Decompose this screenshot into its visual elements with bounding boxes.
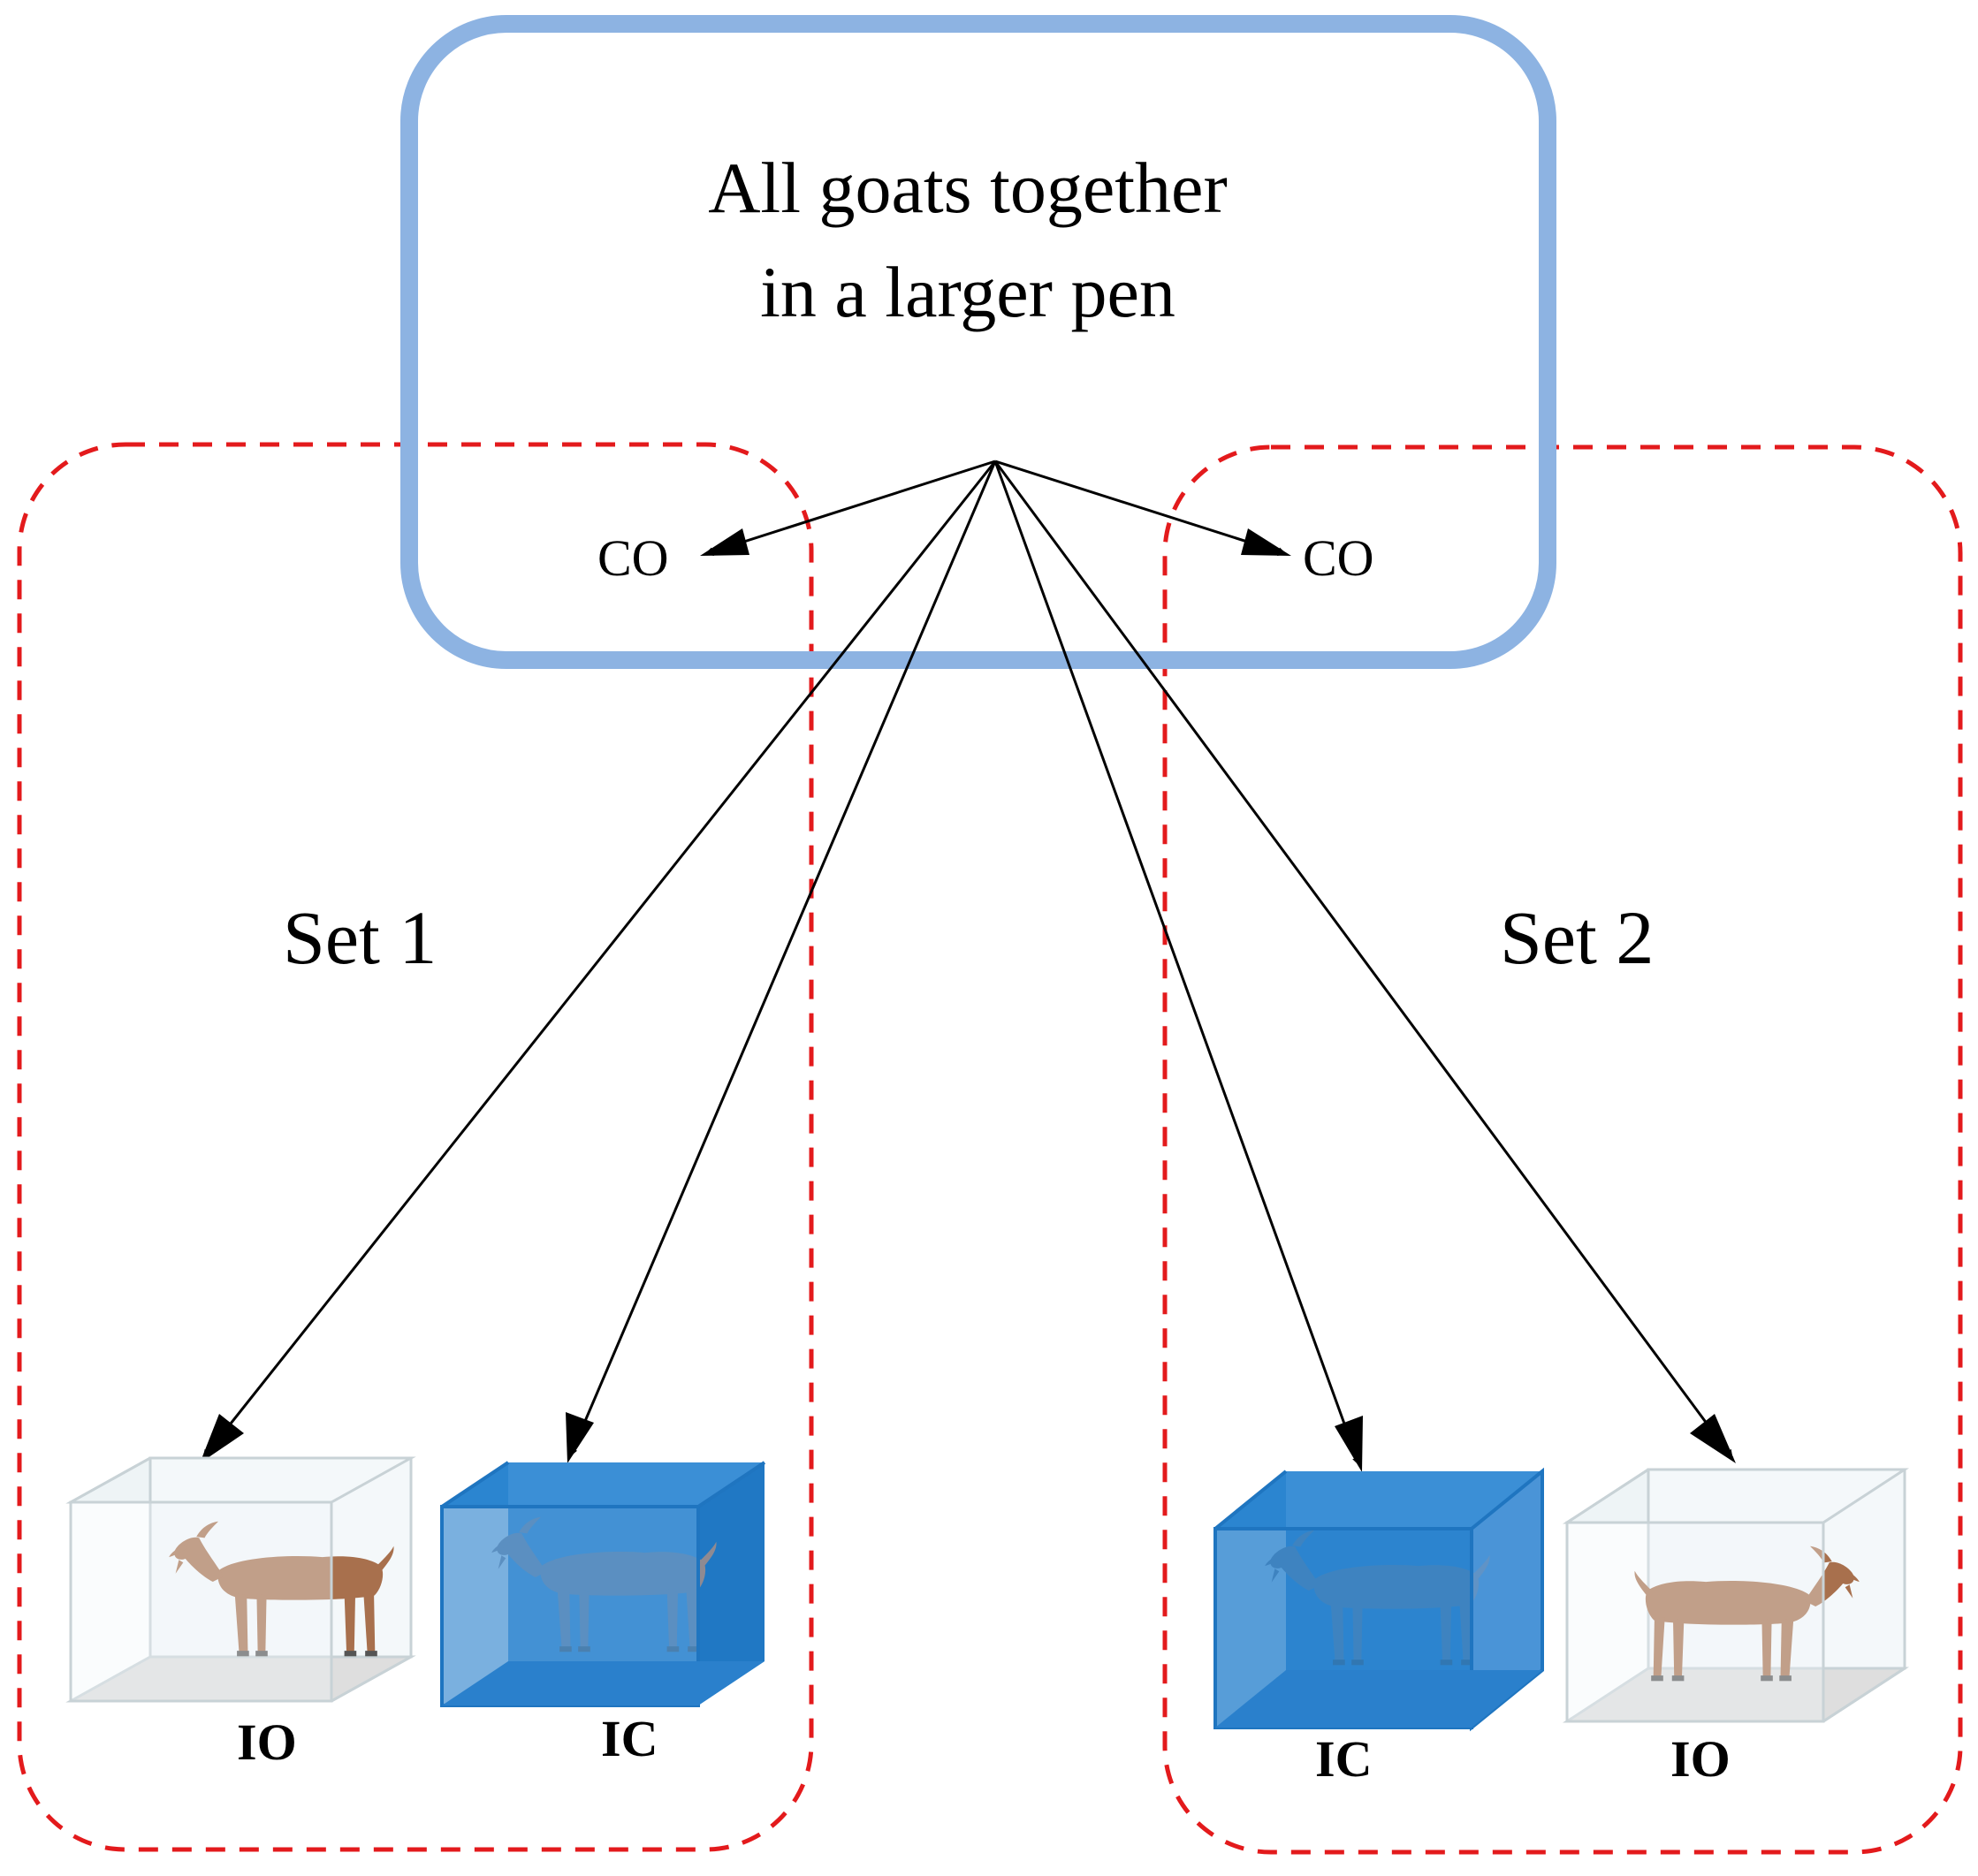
set-2-label: Set 2 <box>1500 895 1655 980</box>
set-1-boundary <box>17 442 814 1852</box>
arrow-to-set2-io <box>993 460 1734 1459</box>
arrowheads <box>200 528 1736 1472</box>
set1-ic-label: IC <box>601 1710 658 1767</box>
arrow-to-set2-ic <box>993 460 1361 1466</box>
arrowhead-set1-io <box>200 1414 244 1463</box>
arrowhead-co-right <box>1241 528 1291 556</box>
arrowhead-set1-ic <box>566 1412 594 1463</box>
arrows <box>202 460 1734 1466</box>
arrowhead-co-left <box>700 528 749 556</box>
title-line-2: in a larger pen <box>760 252 1175 332</box>
arrow-to-co-left <box>704 460 996 557</box>
set1-io-label: IO <box>237 1713 297 1771</box>
set2-ic-pen <box>1213 1467 1544 1732</box>
arrowhead-set2-io <box>1690 1414 1736 1463</box>
set1-ic-pen <box>440 1461 766 1707</box>
arrow-to-co-right <box>994 460 1287 557</box>
co-label-left: CO <box>597 529 669 587</box>
arrowhead-set2-ic <box>1335 1416 1363 1472</box>
arrow-to-set1-io <box>202 460 997 1459</box>
title-line-1: All goats together <box>708 148 1228 228</box>
arrow-to-set1-ic <box>568 460 997 1457</box>
large-pen-box <box>400 15 1556 669</box>
set1-io-pen <box>65 1456 416 1703</box>
set-1-label: Set 1 <box>283 895 437 980</box>
co-label-right: CO <box>1303 529 1374 587</box>
set2-io-pen <box>1562 1468 1910 1723</box>
set2-io-label: IO <box>1670 1730 1731 1788</box>
set2-ic-label: IC <box>1315 1730 1373 1788</box>
set-2-boundary <box>1162 444 1963 1855</box>
